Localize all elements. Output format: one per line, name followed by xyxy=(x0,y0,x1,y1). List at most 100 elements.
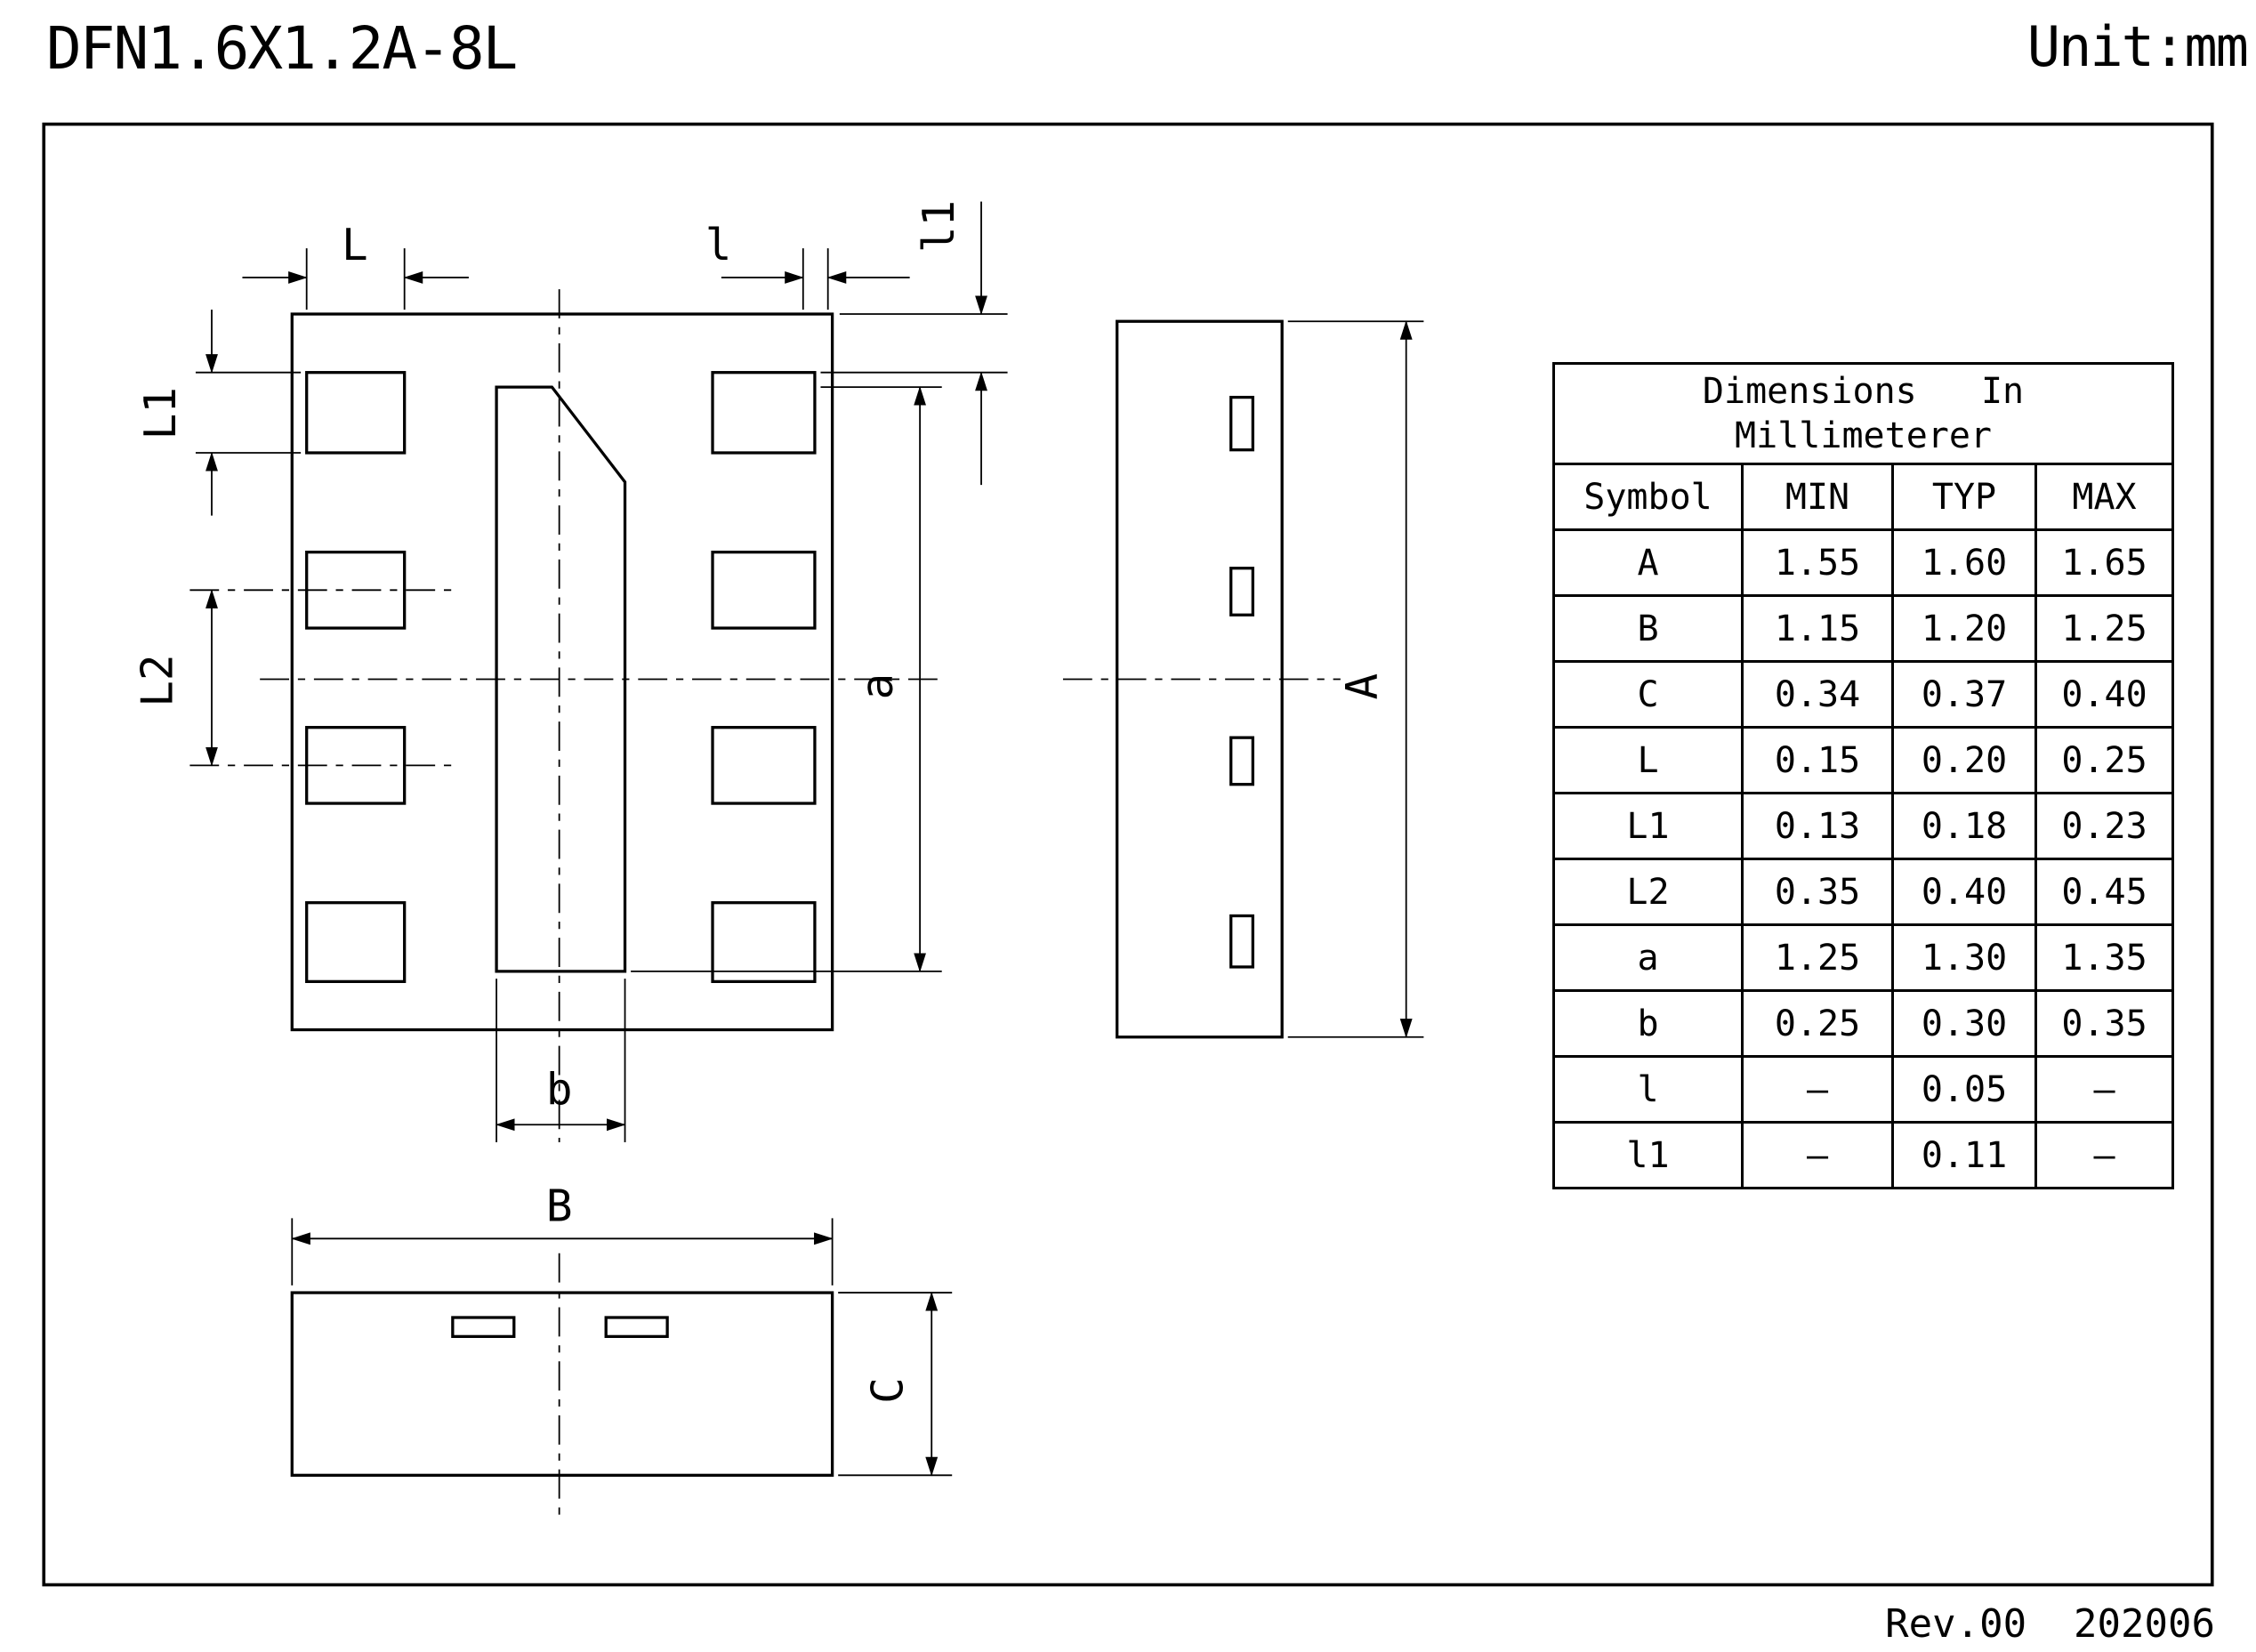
table-header-row: Symbol MIN TYP MAX xyxy=(1552,463,2175,531)
dimension-L1: L1 xyxy=(134,310,302,516)
pad xyxy=(711,551,817,630)
cell-max: 1.35 xyxy=(2034,923,2175,992)
sheet-border xyxy=(42,122,2214,1587)
dimension-l: l xyxy=(705,219,910,310)
cell-symbol: A xyxy=(1552,528,1744,597)
pad xyxy=(305,901,407,984)
pad-slot xyxy=(1229,567,1254,616)
cell-min: – xyxy=(1741,1121,1894,1189)
dim-label-b: b xyxy=(546,1063,573,1115)
table-title-line2: Millimeterer xyxy=(1735,415,1993,456)
pad xyxy=(711,726,817,805)
revision-label: Rev.00 202006 xyxy=(1885,1601,2215,1647)
dim-label-C: C xyxy=(861,1377,913,1404)
cell-max: 0.35 xyxy=(2034,989,2175,1058)
cell-min: 0.15 xyxy=(1741,726,1894,794)
page-title: DFN1.6X1.2A-8L xyxy=(46,14,518,83)
table-row: a 1.25 1.30 1.35 xyxy=(1552,923,2175,992)
pad-slot xyxy=(1229,736,1254,786)
table-row: C 0.34 0.37 0.40 xyxy=(1552,660,2175,729)
dimension-L2: L2 xyxy=(132,589,218,767)
cell-min: 1.25 xyxy=(1741,923,1894,992)
pad xyxy=(711,371,817,455)
cell-typ: 1.30 xyxy=(1891,923,2037,992)
dimension-A: A xyxy=(1287,320,1424,1038)
table-title-line1: Dimensions In xyxy=(1702,371,2025,412)
dim-label-B: B xyxy=(546,1181,573,1232)
cell-typ: 1.60 xyxy=(1891,528,2037,597)
cell-symbol: l1 xyxy=(1552,1121,1744,1189)
package-outline xyxy=(290,312,834,1032)
dimension-b: b xyxy=(496,979,626,1142)
col-header-typ: TYP xyxy=(1891,463,2037,531)
pad xyxy=(604,1316,669,1338)
cell-max: – xyxy=(2034,1055,2175,1124)
cell-typ: 0.05 xyxy=(1891,1055,2037,1124)
cell-typ: 0.40 xyxy=(1891,858,2037,926)
dimension-B: B xyxy=(291,1181,834,1285)
dim-label-L1: L1 xyxy=(134,387,186,439)
pad-slot xyxy=(1229,914,1254,969)
pad xyxy=(711,901,817,984)
cell-min: – xyxy=(1741,1055,1894,1124)
package-bottom-outline xyxy=(290,1291,834,1477)
cell-typ: 0.30 xyxy=(1891,989,2037,1058)
cell-max: 0.25 xyxy=(2034,726,2175,794)
table-title: Dimensions In Millimeterer xyxy=(1551,362,2175,465)
table-row: L1 0.13 0.18 0.23 xyxy=(1552,792,2175,860)
exposed-pad xyxy=(495,385,627,973)
dim-label-l: l xyxy=(705,219,732,270)
table-title-row: Dimensions In Millimeterer xyxy=(1551,362,2175,465)
cell-symbol: L2 xyxy=(1552,858,1744,926)
pad-slot xyxy=(1229,395,1254,452)
cell-max: 0.45 xyxy=(2034,858,2175,926)
cell-symbol: L xyxy=(1552,726,1744,794)
table-row: L2 0.35 0.40 0.45 xyxy=(1552,858,2175,926)
cell-symbol: L1 xyxy=(1552,792,1744,860)
top-view xyxy=(189,289,938,1142)
cell-typ: 0.18 xyxy=(1891,792,2037,860)
col-header-symbol: Symbol xyxy=(1552,463,1744,531)
col-header-min: MIN xyxy=(1741,463,1894,531)
cell-min: 0.25 xyxy=(1741,989,1894,1058)
dimension-C: C xyxy=(838,1292,953,1477)
cell-max: 1.25 xyxy=(2034,594,2175,663)
bottom-view xyxy=(290,1253,834,1522)
cell-typ: 1.20 xyxy=(1891,594,2037,663)
cell-max: 0.40 xyxy=(2034,660,2175,729)
dim-label-l1: l1 xyxy=(913,200,964,253)
cell-symbol: C xyxy=(1552,660,1744,729)
pad xyxy=(305,371,407,455)
side-view xyxy=(1062,319,1341,1039)
table-row: l – 0.05 – xyxy=(1552,1055,2175,1124)
dimension-L: L xyxy=(242,219,469,310)
table-row: L 0.15 0.20 0.25 xyxy=(1552,726,2175,794)
cell-max: 1.65 xyxy=(2034,528,2175,597)
cell-typ: 0.11 xyxy=(1891,1121,2037,1189)
cell-symbol: b xyxy=(1552,989,1744,1058)
dimension-l1: l1 xyxy=(820,200,1008,486)
dim-label-L: L xyxy=(342,219,368,270)
dim-label-L2: L2 xyxy=(132,654,183,706)
table-row: b 0.25 0.30 0.35 xyxy=(1552,989,2175,1058)
cell-typ: 0.37 xyxy=(1891,660,2037,729)
cell-typ: 0.20 xyxy=(1891,726,2037,794)
unit-label: Unit:mm xyxy=(2026,14,2249,79)
cell-max: 0.23 xyxy=(2034,792,2175,860)
dimensions-table: Dimensions In Millimeterer Symbol MIN TY… xyxy=(1551,362,2175,1189)
table-row: B 1.15 1.20 1.25 xyxy=(1552,594,2175,663)
cell-symbol: l xyxy=(1552,1055,1744,1124)
cell-max: – xyxy=(2034,1121,2175,1189)
dimension-a: a xyxy=(631,386,942,972)
cell-min: 0.34 xyxy=(1741,660,1894,729)
cell-min: 1.15 xyxy=(1741,594,1894,663)
dim-label-a: a xyxy=(851,673,903,700)
col-header-max: MAX xyxy=(2034,463,2175,531)
pad xyxy=(451,1316,516,1338)
cell-min: 0.13 xyxy=(1741,792,1894,860)
table-row: A 1.55 1.60 1.65 xyxy=(1552,528,2175,597)
cell-symbol: B xyxy=(1552,594,1744,663)
table-row: l1 – 0.11 – xyxy=(1552,1121,2175,1189)
